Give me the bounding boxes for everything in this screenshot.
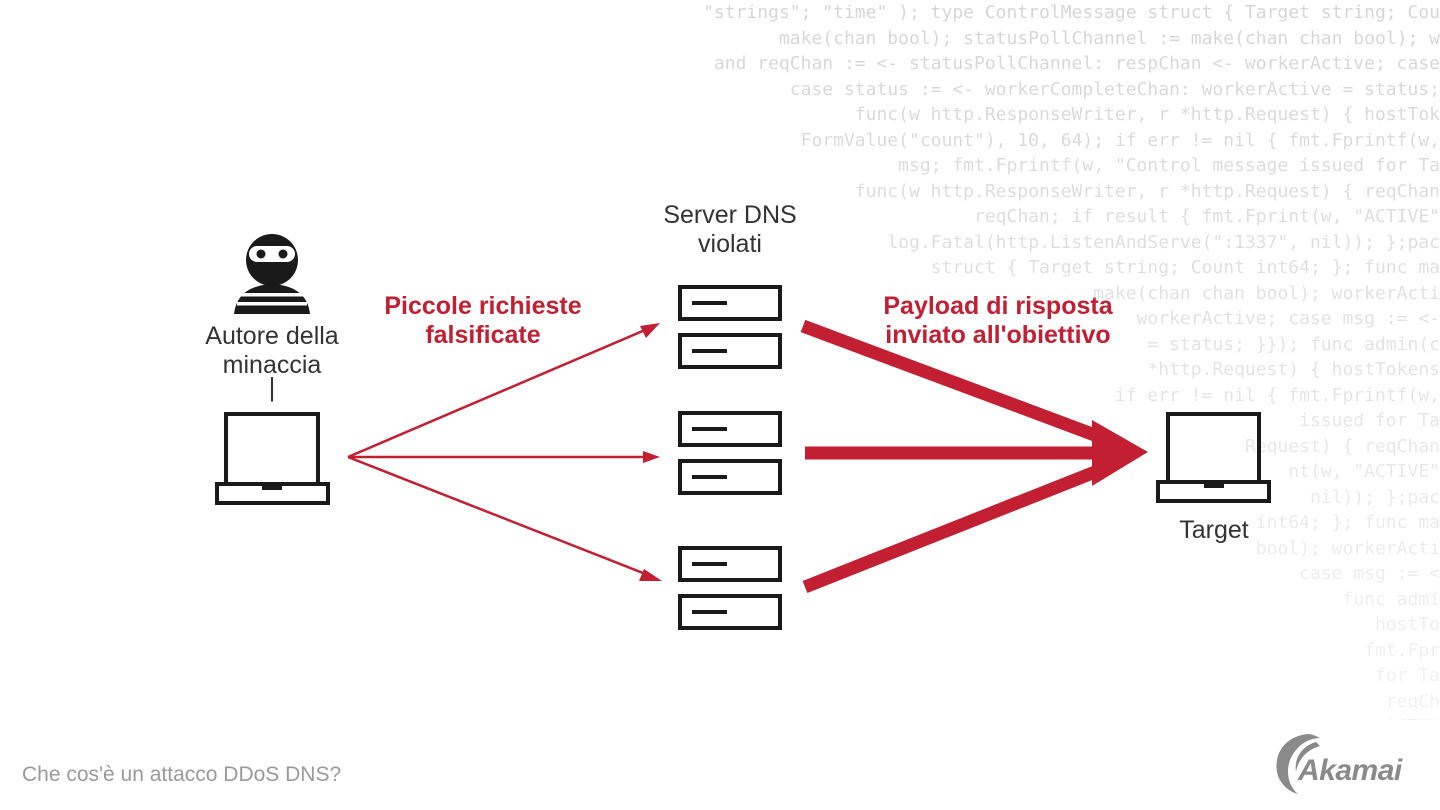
dns-server-top-icon: [678, 285, 782, 369]
request-arrow-bottom: [347, 455, 649, 577]
servers-label: Server DNS violati: [663, 201, 797, 258]
payload-label: Payload di risposta inviato all'obiettiv…: [883, 292, 1113, 349]
payload-arrows: [800, 319, 1148, 594]
payload-arrow-top: [800, 319, 1103, 444]
target-label: Target: [1179, 516, 1249, 544]
attacker-icon: [234, 234, 310, 314]
akamai-logo: Akamai: [1268, 728, 1428, 798]
attacker-mark: |: [268, 372, 276, 402]
dns-server-middle-icon: [678, 411, 782, 495]
payload-arrow-bottom: [802, 463, 1103, 594]
logo-text: Akamai: [1298, 754, 1402, 787]
target-laptop-icon: [1156, 412, 1271, 503]
payload-arrowhead: [1092, 420, 1148, 486]
requests-label: Piccole richieste falsificate: [384, 292, 582, 349]
request-arrow-top: [347, 328, 646, 459]
akamai-swoosh-icon: [1276, 734, 1320, 794]
dns-server-bottom-icon: [678, 546, 782, 630]
attacker-label: Autore della minaccia: [205, 322, 339, 379]
request-arrows: [347, 323, 662, 581]
page-title: Che cos'è un attacco DDoS DNS?: [22, 763, 342, 786]
attacker-laptop-icon: [215, 412, 330, 505]
